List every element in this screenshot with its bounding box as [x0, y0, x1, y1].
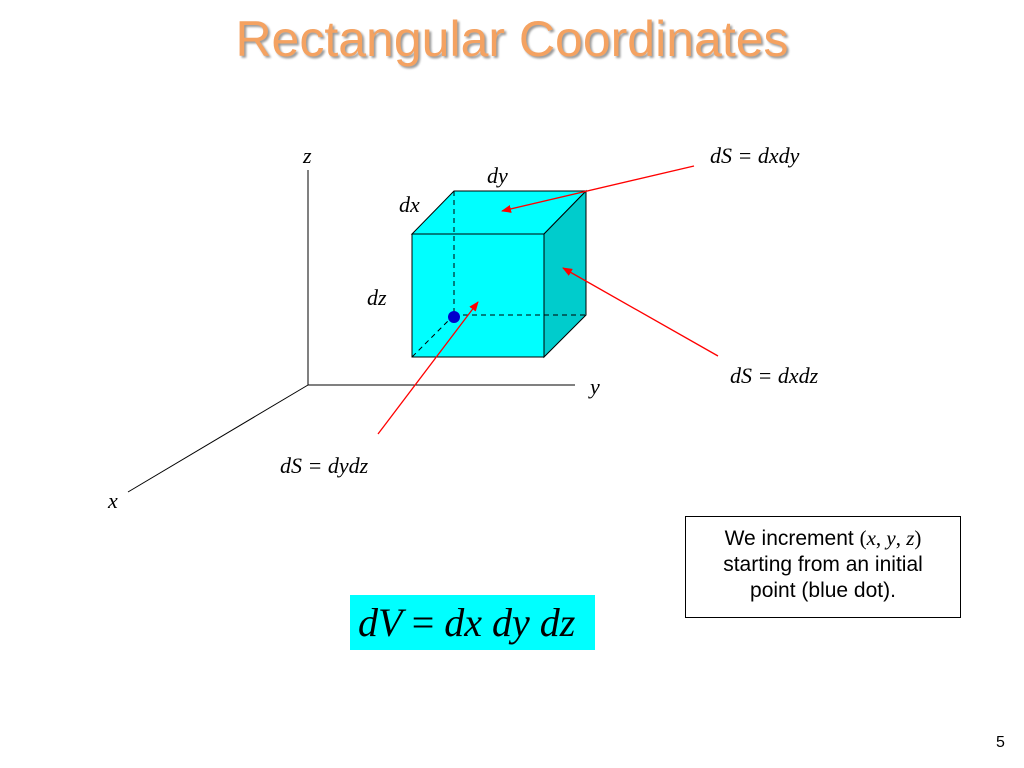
arrow-side-face — [562, 267, 719, 357]
slide-title: Rectangular Coordinates — [235, 11, 789, 67]
formula-rhs: dx dy dz — [444, 600, 576, 645]
x-axis-label: x — [107, 488, 118, 513]
formula-lhs: dV — [358, 600, 402, 645]
formula-equals: = — [411, 600, 435, 645]
note-comma-1: , — [875, 526, 887, 550]
annotation-side-face: dS = dxdz — [730, 363, 819, 388]
cube-front-face — [411, 233, 545, 358]
dx-label: dx — [399, 192, 420, 217]
page-number: 5 — [996, 734, 1005, 751]
note-var-y: y — [886, 526, 896, 550]
z-axis-label: z — [302, 143, 312, 168]
dz-label: dz — [367, 285, 387, 310]
note-var-x: x — [866, 526, 876, 550]
dy-label: dy — [487, 163, 508, 188]
arrow-front-face — [377, 301, 479, 435]
note-var-z: z — [906, 526, 915, 550]
annotation-front-face: dS = dydz — [280, 453, 369, 478]
note-text-before: We increment — [724, 527, 860, 550]
note-close-paren: ) — [914, 526, 922, 550]
initial-point-dot — [448, 311, 460, 323]
note-line-2: starting from an initial — [723, 553, 923, 576]
note-line-1: We increment (x, y, z) — [686, 525, 960, 552]
x-axis — [127, 384, 309, 493]
annotation-top-face: dS = dxdy — [710, 143, 800, 168]
volume-formula: dV = dx dy dz — [350, 595, 595, 650]
note-line-3: point (blue dot). — [750, 579, 896, 602]
note-comma-2: , — [895, 526, 907, 550]
y-axis-label: y — [588, 374, 600, 399]
note-box: We increment (x, y, z) starting from an … — [685, 516, 961, 618]
arrow-top-face — [501, 165, 695, 213]
cube-hidden-edge-depth — [411, 314, 455, 358]
note-open-paren: ( — [859, 526, 867, 550]
